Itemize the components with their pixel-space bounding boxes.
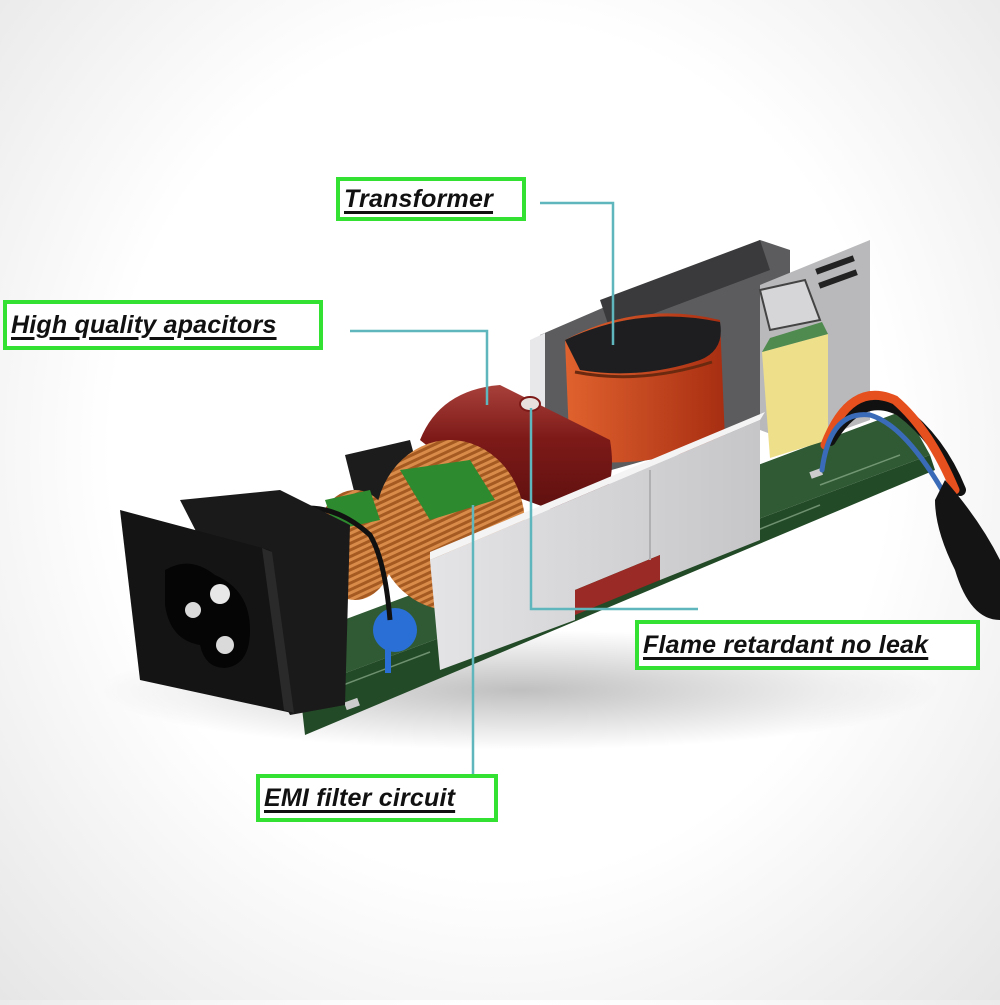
metal-shield-front — [430, 412, 765, 670]
leader-line-transformer — [540, 201, 615, 345]
label-emi-filter-text: EMI filter circuit — [264, 783, 456, 812]
transformer — [565, 313, 725, 463]
label-capacitors: High quality apacitors — [3, 300, 323, 350]
label-transformer: Transformer — [336, 177, 526, 221]
leader-line-capacitors — [350, 329, 489, 405]
ac-inlet-socket — [120, 490, 393, 715]
label-transformer-text: Transformer — [344, 184, 494, 213]
label-flame-retardant-text: Flame retardant no leak — [643, 630, 929, 659]
label-capacitors-text: High quality apacitors — [11, 310, 277, 339]
electrolytic-capacitor — [420, 385, 612, 520]
label-emi-filter: EMI filter circuit — [256, 774, 498, 822]
leader-line-flame — [529, 408, 698, 611]
leader-lines — [350, 201, 698, 782]
y-capacitor — [762, 322, 828, 458]
output-cable — [819, 390, 1000, 620]
label-flame-retardant: Flame retardant no leak — [635, 620, 980, 670]
